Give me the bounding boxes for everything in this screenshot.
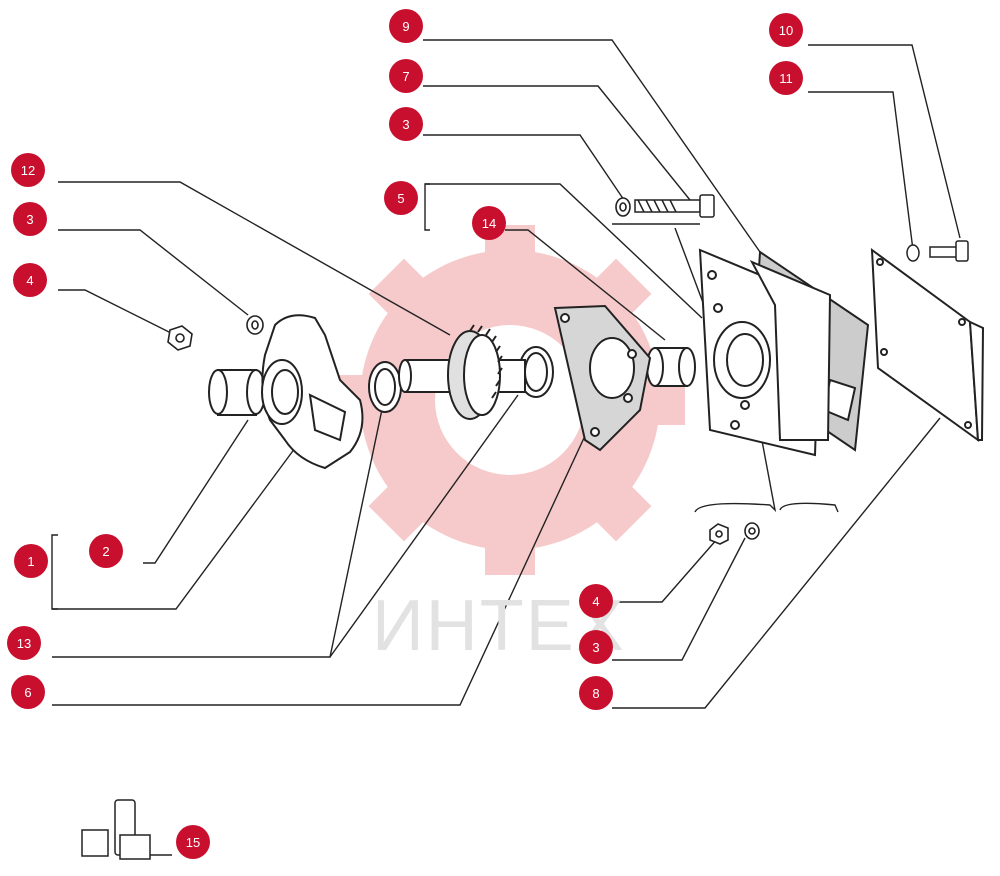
cover-plate-part xyxy=(870,247,985,443)
callout-badge: 4 xyxy=(13,263,47,297)
callout-badge: 1 xyxy=(14,544,48,578)
callout-badge: 13 xyxy=(7,626,41,660)
callout-badge: 5 xyxy=(384,181,418,215)
callout-badge: 15 xyxy=(176,825,210,859)
washer-part xyxy=(246,197,760,540)
callout-badge: 10 xyxy=(769,13,803,47)
callout-badge: 6 xyxy=(11,675,45,709)
callout-badge: 3 xyxy=(389,107,423,141)
housing-part xyxy=(698,248,832,457)
nut-part xyxy=(167,325,729,545)
callout-badge: 14 xyxy=(472,206,506,240)
callout-badge: 9 xyxy=(389,9,423,43)
pump-housing-part xyxy=(261,314,364,470)
triangular-gasket-part xyxy=(553,304,652,452)
bolt-washer-part xyxy=(906,240,969,262)
callout-badge: 3 xyxy=(13,202,47,236)
callout-badge: 3 xyxy=(579,630,613,664)
callout-badge: 11 xyxy=(769,61,803,95)
seal-kit-part xyxy=(81,799,172,860)
ring-part xyxy=(368,346,554,413)
bushing-part xyxy=(208,369,266,416)
callout-badge: 12 xyxy=(11,153,45,187)
callout-badge: 4 xyxy=(579,584,613,618)
callout-badge: 8 xyxy=(579,676,613,710)
bolt-part xyxy=(634,194,715,218)
callout-badge: 7 xyxy=(389,59,423,93)
bushing-part xyxy=(646,347,696,387)
gear-shaft-part xyxy=(398,324,526,420)
callout-badge: 2 xyxy=(89,534,123,568)
